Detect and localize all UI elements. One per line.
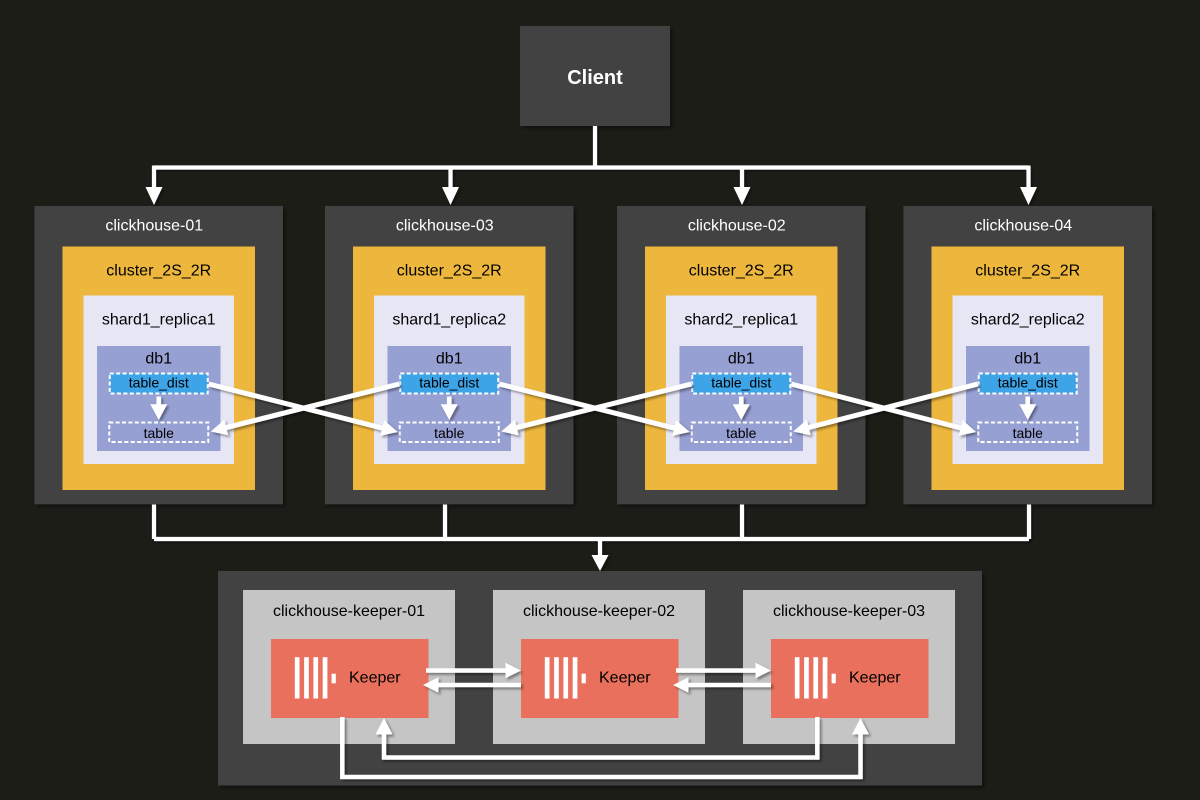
svg-text:Keeper: Keeper <box>849 670 901 687</box>
svg-text:cluster_2S_2R: cluster_2S_2R <box>975 263 1080 280</box>
svg-text:clickhouse-keeper-03: clickhouse-keeper-03 <box>773 603 925 620</box>
svg-text:db1: db1 <box>728 351 755 368</box>
svg-text:shard1_replica2: shard1_replica2 <box>392 312 506 329</box>
svg-text:table: table <box>144 425 175 441</box>
svg-text:shard2_replica2: shard2_replica2 <box>971 312 1085 329</box>
svg-text:shard1_replica1: shard1_replica1 <box>102 312 216 329</box>
svg-text:db1: db1 <box>145 351 172 368</box>
svg-text:table_dist: table_dist <box>711 375 771 391</box>
svg-text:cluster_2S_2R: cluster_2S_2R <box>106 263 211 280</box>
svg-text:clickhouse-keeper-02: clickhouse-keeper-02 <box>523 603 675 620</box>
svg-text:table: table <box>1013 425 1044 441</box>
svg-text:clickhouse-04: clickhouse-04 <box>974 218 1072 235</box>
svg-text:table: table <box>434 425 465 441</box>
svg-text:db1: db1 <box>1014 351 1041 368</box>
svg-text:shard2_replica1: shard2_replica1 <box>684 312 798 329</box>
svg-text:cluster_2S_2R: cluster_2S_2R <box>689 263 794 280</box>
svg-text:cluster_2S_2R: cluster_2S_2R <box>397 263 502 280</box>
svg-text:table_dist: table_dist <box>129 375 189 391</box>
svg-text:db1: db1 <box>436 351 463 368</box>
svg-text:table: table <box>726 425 757 441</box>
svg-text:Keeper: Keeper <box>599 670 651 687</box>
svg-text:clickhouse-02: clickhouse-02 <box>688 218 786 235</box>
svg-text:Client: Client <box>567 67 623 89</box>
svg-text:clickhouse-keeper-01: clickhouse-keeper-01 <box>273 603 425 620</box>
svg-text:Keeper: Keeper <box>349 670 401 687</box>
svg-text:clickhouse-01: clickhouse-01 <box>105 218 203 235</box>
svg-text:clickhouse-03: clickhouse-03 <box>396 218 494 235</box>
svg-text:table_dist: table_dist <box>998 375 1058 391</box>
svg-text:table_dist: table_dist <box>419 375 479 391</box>
